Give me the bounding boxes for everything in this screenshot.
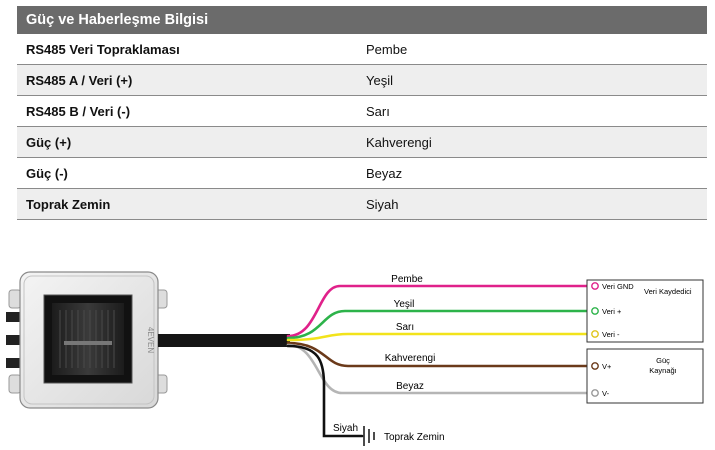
sensor-device: 4EVEN	[6, 271, 168, 409]
logger-pin-minus: Veri -	[602, 330, 620, 339]
table-title: Güç ve Haberleşme Bilgisi	[17, 6, 707, 34]
row-value: Sarı	[366, 103, 390, 119]
row-label: Güç (+)	[26, 134, 72, 150]
pin-terminal-icon	[591, 330, 599, 338]
wire-label-brown: Kahverengi	[385, 353, 436, 364]
row-value: Pembe	[366, 41, 408, 57]
wire-yellow	[286, 332, 594, 342]
row-value: Yeşil	[366, 72, 393, 88]
pin-terminal-icon	[591, 307, 599, 315]
wire-label-pink: Pembe	[391, 274, 423, 285]
power-title-line2: Kaynağı	[649, 366, 677, 375]
wire-label-yellow: Sarı	[396, 322, 414, 333]
wire-label-green: Yeşil	[394, 299, 415, 310]
row-label: RS485 Veri Topraklaması	[26, 41, 180, 57]
communication-table: Güç ve Haberleşme Bilgisi RS485 Veri Top…	[17, 6, 707, 220]
logger-pin-plus: Veri +	[602, 307, 622, 316]
logger-pin-gnd: Veri GND	[602, 282, 634, 291]
ground-label: Toprak Zemin	[384, 432, 445, 443]
wire-brown	[286, 341, 594, 368]
row-value: Siyah	[366, 196, 399, 212]
wire-white	[286, 343, 594, 395]
wire-label-black: Siyah	[333, 423, 358, 434]
table-row: Güç (-) Beyaz	[17, 158, 707, 189]
wire-label-white: Beyaz	[396, 381, 424, 392]
pin-terminal-icon	[591, 282, 599, 290]
power-pin-minus: V-	[602, 389, 610, 398]
table-body: RS485 Veri Topraklaması Pembe RS485 A / V…	[17, 34, 707, 220]
data-logger-title: Veri Kaydedici	[644, 287, 692, 296]
pin-terminal-icon	[591, 389, 599, 397]
row-label: Toprak Zemin	[26, 196, 111, 212]
row-value: Beyaz	[366, 165, 403, 181]
power-pin-plus: V+	[602, 362, 612, 371]
ground-symbol-icon	[363, 426, 375, 446]
row-label: RS485 B / Veri (-)	[26, 103, 131, 119]
table-row: RS485 B / Veri (-) Sarı	[17, 96, 707, 127]
row-label: Güç (-)	[26, 165, 68, 181]
pin-terminal-icon	[591, 362, 599, 370]
wire-green	[286, 309, 594, 340]
power-supply: Güç Kaynağı V+ V-	[586, 348, 704, 404]
wire-pink	[286, 284, 594, 338]
table-row: Güç (+) Kahverengi	[17, 127, 707, 158]
table-row: RS485 Veri Topraklaması Pembe	[17, 34, 707, 65]
main-cable	[158, 334, 290, 347]
table-row: Toprak Zemin Siyah	[17, 189, 707, 220]
data-logger: Veri Kaydedici Veri GND Veri + Veri -	[586, 279, 704, 343]
row-value: Kahverengi	[366, 134, 432, 150]
wire-black	[286, 344, 364, 438]
table-row: RS485 A / Veri (+) Yeşil	[17, 65, 707, 96]
power-title-line1: Güç	[656, 356, 670, 365]
row-label: RS485 A / Veri (+)	[26, 72, 133, 88]
device-brand: 4EVEN	[146, 327, 155, 353]
